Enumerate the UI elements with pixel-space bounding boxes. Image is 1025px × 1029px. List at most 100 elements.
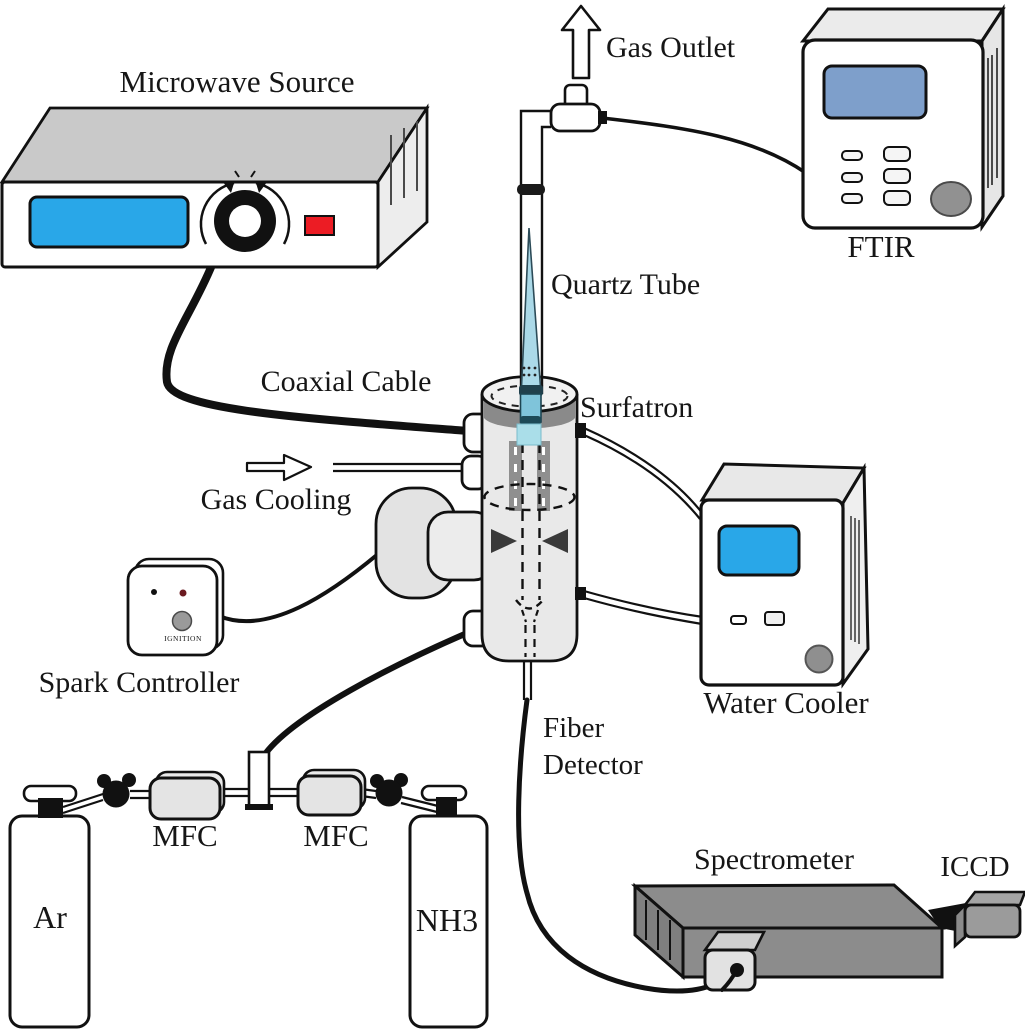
launcher-flange <box>374 486 496 600</box>
inner-bar-left <box>509 441 522 511</box>
microwave-source <box>0 103 430 271</box>
water-cooler-label: Water Cooler <box>703 685 869 720</box>
gas-cooling-label: Gas Cooling <box>201 483 352 516</box>
ftir-instrument <box>799 3 1006 232</box>
fiber-label-line1: Fiber <box>543 712 605 744</box>
ftir-display <box>822 64 928 120</box>
spark-cable-line <box>217 552 380 623</box>
water-cooler-button-small <box>730 615 747 625</box>
ignition-button <box>171 610 193 632</box>
coupler-triangle-right <box>542 529 568 553</box>
coupler-triangle-left <box>491 529 517 553</box>
quartz-tube-walls <box>519 109 551 394</box>
mixer-junction-base <box>245 804 273 810</box>
ar-cylinder-neck <box>38 798 63 818</box>
gas-cooling-inlet <box>245 453 468 482</box>
mixer-junction <box>247 750 271 809</box>
iccd-left-face <box>953 901 967 949</box>
microwave-source-label: Microwave Source <box>120 64 355 99</box>
surfatron <box>460 375 586 700</box>
quartz-tube <box>516 109 551 446</box>
water-cooler-knob <box>804 644 834 674</box>
funnel-sides-dashed <box>520 609 540 623</box>
water-tube-top2 <box>583 433 701 520</box>
diagram-labels: Microwave Source Gas Outlet FTIR Quartz … <box>33 31 1010 938</box>
power-knob-center <box>229 205 261 237</box>
coaxial-cable-label: Coaxial Cable <box>261 365 432 398</box>
iccd-box <box>963 903 1022 939</box>
quartz-tube-label: Quartz Tube <box>551 268 700 301</box>
gas-outlet-assembly <box>549 4 607 133</box>
microwave-display <box>28 195 190 249</box>
iccd-label: ICCD <box>940 851 1009 883</box>
spark-led-red <box>179 589 187 597</box>
spark-led-black <box>151 589 157 595</box>
rotation-arrows-icon <box>199 170 291 245</box>
t-connector-body <box>549 102 602 133</box>
tube-collar <box>517 184 545 195</box>
gas-flow-arrow-icon <box>245 453 313 482</box>
ftir-cable-line <box>600 116 808 175</box>
gas-outlet-label: Gas Outlet <box>606 31 736 64</box>
cables <box>162 116 808 994</box>
tube-valve-nh3 <box>400 795 439 814</box>
water-cooler-display <box>717 524 801 577</box>
water-cooler-button-large <box>764 611 785 626</box>
valve-left-icon <box>97 773 136 808</box>
cavity-dashed-ellipse <box>483 482 576 512</box>
spectrometer-instrument <box>631 882 1025 992</box>
water-cooler-instrument <box>699 462 870 689</box>
spectrometer-ridges <box>645 900 671 960</box>
gas-outlet-arrow-icon <box>560 4 602 80</box>
fiber-cable-line <box>516 697 734 994</box>
water-tube-top <box>583 426 704 515</box>
ignition-label: IGNITION <box>164 634 202 643</box>
water-cooler-top-face <box>699 462 867 505</box>
gas-supply-line <box>8 750 489 1029</box>
microwave-top-face <box>0 106 430 184</box>
power-red-button <box>304 215 335 236</box>
plasma-column-cap <box>520 416 541 425</box>
mfc-right-box <box>296 774 363 817</box>
spectrometer-top-face <box>631 883 946 930</box>
spectrometer-label: Spectrometer <box>694 843 854 876</box>
spark-box-front <box>126 564 219 657</box>
ftir-knob <box>930 181 972 217</box>
gas-mix-cable-line <box>260 630 470 760</box>
microwave-side-vents <box>390 121 418 205</box>
mfc-left-box <box>148 776 222 821</box>
iccd-top-face <box>962 890 1025 907</box>
inner-bar-right <box>537 441 550 511</box>
tube-ar-valve <box>62 792 104 815</box>
fiber-tail <box>720 969 738 992</box>
ftir-side-vents <box>987 48 998 188</box>
ftir-buttons <box>841 146 911 206</box>
tube-valve-mfc1 <box>130 789 151 800</box>
right-nub-top <box>575 423 586 438</box>
fiber-label-line2: Detector <box>543 749 643 781</box>
nh3-label: NH3 <box>416 902 478 938</box>
t-connector-nub <box>598 111 607 124</box>
plasma-core <box>516 423 542 446</box>
water-tube-bottom2 <box>583 596 703 626</box>
surfatron-body <box>480 394 579 663</box>
ftir-label: FTIR <box>847 229 915 264</box>
ar-label: Ar <box>33 899 67 935</box>
plasma-flame <box>520 227 542 388</box>
surfatron-label: Surfatron <box>580 391 693 424</box>
bottom-fiber-tube <box>522 661 533 700</box>
mfc-left-label: MFC <box>152 818 217 853</box>
valve-right-icon <box>370 773 408 807</box>
gas-cooling-tube <box>333 462 468 473</box>
nh3-cylinder-neck <box>436 797 457 817</box>
mfc-right-label: MFC <box>303 818 368 853</box>
flame-dots <box>522 366 537 377</box>
right-nub-bottom <box>575 587 586 600</box>
ftir-top-face <box>799 7 1006 43</box>
water-cooler-side-vents <box>850 516 860 644</box>
water-tube-bottom <box>583 589 704 619</box>
spark-controller: IGNITION <box>126 557 225 657</box>
lower-tube-dashed <box>524 625 536 657</box>
